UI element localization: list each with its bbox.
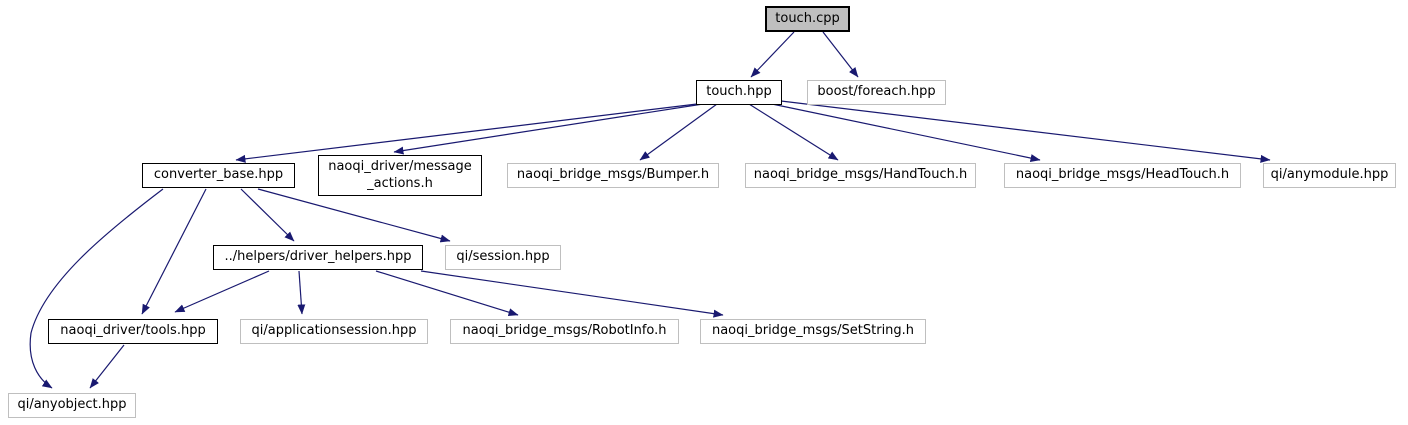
node-label: qi/anyobject.hpp: [17, 397, 127, 413]
edge-touch_cpp-touch_hpp: [750, 31, 795, 78]
node-label: naoqi_driver/tools.hpp: [60, 323, 206, 339]
edge-converter_base-tools: [141, 188, 207, 315]
node-label: ../helpers/driver_helpers.hpp: [224, 249, 412, 265]
node-driver_helpers[interactable]: ../helpers/driver_helpers.hpp: [213, 245, 423, 270]
node-label: naoqi_bridge_msgs/HeadTouch.h: [1015, 167, 1230, 183]
edge-touch_hpp-anymodule: [780, 100, 1271, 163]
edge-driver_helpers-setstring: [420, 270, 724, 318]
edge-converter_base-session: [257, 188, 451, 243]
node-touch_cpp: touch.cpp: [765, 6, 850, 32]
node-appsession: qi/applicationsession.hpp: [240, 319, 428, 344]
node-touch_hpp[interactable]: touch.hpp: [696, 80, 782, 105]
edge-touch_hpp-headtouch: [771, 103, 1041, 162]
node-label: naoqi_bridge_msgs/HandTouch.h: [753, 167, 968, 183]
edge-touch_hpp-handtouch: [748, 103, 839, 161]
node-tools[interactable]: naoqi_driver/tools.hpp: [48, 319, 218, 344]
edge-driver_helpers-appsession: [297, 270, 306, 315]
node-boost_foreach: boost/foreach.hpp: [807, 80, 946, 105]
node-robotinfo: naoqi_bridge_msgs/RobotInfo.h: [450, 319, 679, 344]
node-label: _actions.h: [367, 175, 433, 191]
node-headtouch: naoqi_bridge_msgs/HeadTouch.h: [1004, 163, 1241, 188]
edge-converter_base-driver_helpers: [240, 188, 295, 242]
node-handtouch: naoqi_bridge_msgs/HandTouch.h: [745, 163, 976, 188]
edge-driver_helpers-tools: [174, 270, 270, 313]
edge-touch_hpp-message_actions: [393, 103, 704, 155]
edges-layer: [29, 31, 1271, 389]
node-bumper: naoqi_bridge_msgs/Bumper.h: [507, 163, 719, 188]
node-label: qi/anymodule.hpp: [1270, 167, 1389, 183]
edge-touch_hpp-bumper: [639, 103, 718, 161]
node-converter_base[interactable]: converter_base.hpp: [142, 163, 295, 188]
edge-tools-anyobject: [89, 344, 125, 389]
node-label: qi/applicationsession.hpp: [251, 323, 417, 339]
node-label: qi/session.hpp: [456, 249, 550, 265]
node-anymodule: qi/anymodule.hpp: [1263, 163, 1396, 188]
node-label: naoqi_bridge_msgs/SetString.h: [711, 323, 915, 339]
node-message_actions[interactable]: naoqi_driver/message_actions.h: [318, 155, 482, 196]
edge-touch_hpp-converter_base: [235, 103, 698, 163]
node-label: touch.hpp: [706, 84, 772, 100]
node-label: naoqi_bridge_msgs/RobotInfo.h: [462, 323, 667, 339]
node-label: naoqi_bridge_msgs/Bumper.h: [516, 167, 710, 183]
node-label: naoqi_driver/message: [328, 158, 472, 174]
edge-converter_base-anyobject: [29, 188, 164, 389]
node-session: qi/session.hpp: [445, 245, 561, 270]
node-setstring: naoqi_bridge_msgs/SetString.h: [700, 319, 926, 344]
node-anyobject: qi/anyobject.hpp: [8, 393, 136, 418]
edge-touch_cpp-boost_foreach: [822, 31, 859, 78]
node-label: converter_base.hpp: [153, 167, 284, 183]
edge-driver_helpers-robotinfo: [375, 270, 519, 317]
node-label: touch.cpp: [775, 10, 840, 26]
node-label: boost/foreach.hpp: [817, 84, 936, 100]
